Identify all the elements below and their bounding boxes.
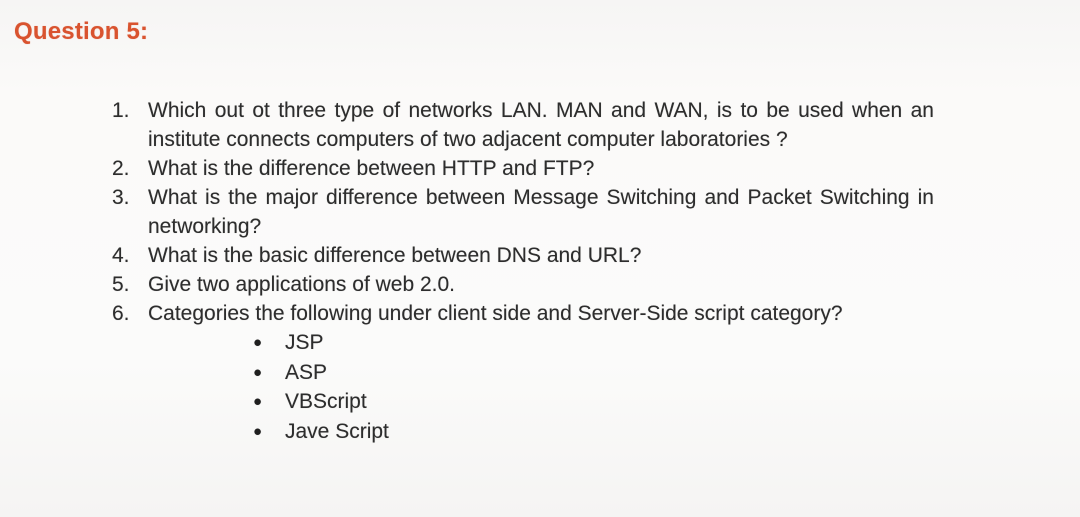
list-item-asp: ● ASP [253,358,1080,388]
list-item-label: VBScript [285,390,367,413]
question-item-6: 6. Categories the following under client… [112,299,934,328]
script-bullet-list: ● JSP ● ASP ● VBScript ● Jave Script [253,328,1080,446]
question-number: 2. [112,157,130,180]
list-item-label: Jave Script [285,419,389,443]
list-item-jsp: ● JSP [253,328,1080,358]
question-item-5: 5. Give two applications of web 2.0. [112,270,934,299]
question-number: 5. [112,273,130,296]
question-heading: Question 5: [14,18,149,45]
question-item-3: 3. What is the major difference between … [112,183,934,241]
bullet-icon: ● [253,422,263,440]
question-item-1: 1. Which out ot three type of networks L… [112,96,934,154]
question-list: 1. Which out ot three type of networks L… [112,96,934,328]
list-item-jave-script: ● Jave Script [253,417,1080,447]
question-text: What is the major difference between Mes… [148,186,934,238]
question-item-2: 2. What is the difference between HTTP a… [112,154,934,183]
question-number: 6. [112,302,130,325]
question-text: Give two applications of web 2.0. [148,273,456,296]
question-number: 4. [112,244,130,267]
list-item-label: JSP [285,331,324,354]
question-number: 3. [112,186,130,209]
question-text: What is the difference between HTTP and … [148,157,595,180]
list-item-vbscript: ● VBScript [253,387,1080,417]
list-item-label: ASP [285,360,328,384]
question-text: Categories the following under client si… [148,302,843,325]
question-text: What is the basic difference between DNS… [148,244,642,267]
question-text: Which out ot three type of networks LAN.… [148,99,934,151]
question-item-4: 4. What is the basic difference between … [112,241,934,270]
bullet-icon: ● [253,363,263,381]
question-number: 1. [112,99,130,122]
bullet-icon: ● [253,334,263,351]
bullet-icon: ● [253,393,263,410]
